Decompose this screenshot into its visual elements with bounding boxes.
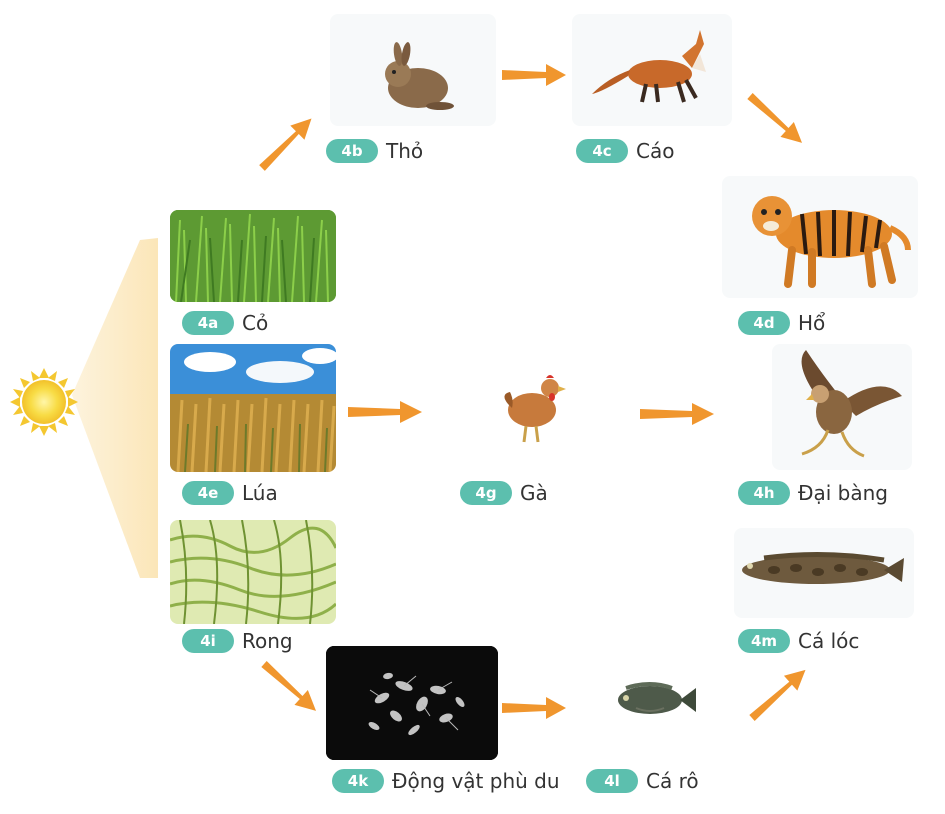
id-badge: 4i <box>182 629 234 653</box>
arrow-grass-rabbit <box>259 118 312 171</box>
label-4b: 4b Thỏ <box>326 138 423 164</box>
waterweed-image <box>170 520 336 624</box>
arrow-fox-tiger <box>747 93 803 143</box>
id-badge: 4l <box>586 769 638 793</box>
tiger-card <box>722 176 918 298</box>
label-4a: 4a Cỏ <box>182 310 268 336</box>
node-name: Hổ <box>798 311 826 335</box>
label-4d: 4d Hổ <box>738 310 825 336</box>
rice-image <box>170 344 336 472</box>
id-badge: 4d <box>738 311 790 335</box>
arrow-weed-plankton <box>261 661 317 711</box>
node-name: Gà <box>520 481 548 505</box>
id-badge: 4e <box>182 481 234 505</box>
label-4g: 4g Gà <box>460 480 548 506</box>
label-4k: 4k Động vật phù du <box>332 768 560 794</box>
waterweed-card <box>170 520 336 624</box>
node-name: Thỏ <box>386 139 424 163</box>
node-name: Lúa <box>242 481 278 505</box>
label-4e: 4e Lúa <box>182 480 278 506</box>
chicken-card <box>494 364 574 448</box>
node-name: Đại bàng <box>798 481 888 505</box>
node-name: Động vật phù du <box>392 769 560 793</box>
label-4l: 4l Cá rô <box>586 768 699 794</box>
arrow-rice-chicken <box>348 401 422 423</box>
tiger-image <box>752 196 911 288</box>
snakehead-fish-image <box>742 551 904 584</box>
plankton-card <box>326 646 498 760</box>
node-name: Cá lóc <box>798 629 860 653</box>
grass-image <box>170 210 336 302</box>
node-name: Cáo <box>636 139 675 163</box>
fox-image <box>592 30 706 103</box>
id-badge: 4h <box>738 481 790 505</box>
rabbit-image <box>385 42 454 110</box>
snakehead-card <box>734 528 914 618</box>
anabas-card <box>606 678 700 722</box>
label-4m: 4m Cá lóc <box>738 628 859 654</box>
plankton-image <box>326 646 498 760</box>
arrow-plankton-anabas <box>502 697 566 719</box>
arrow-chicken-eagle <box>640 403 714 425</box>
fox-card <box>572 14 732 126</box>
rabbit-card <box>330 14 496 126</box>
id-badge: 4g <box>460 481 512 505</box>
arrow-rabbit-fox <box>502 64 566 86</box>
grass-card <box>170 210 336 302</box>
rice-card <box>170 344 336 472</box>
node-name: Rong <box>242 629 293 653</box>
id-badge: 4b <box>326 139 378 163</box>
node-name: Cỏ <box>242 311 269 335</box>
id-badge: 4c <box>576 139 628 163</box>
label-4h: 4h Đại bàng <box>738 480 888 506</box>
id-badge: 4a <box>182 311 234 335</box>
sun-icon <box>10 368 78 436</box>
light-beam <box>72 238 158 578</box>
chicken-image <box>504 375 566 443</box>
eagle-image <box>801 350 902 458</box>
node-name: Cá rô <box>646 769 699 793</box>
arrow-anabas-snakehead <box>749 669 806 721</box>
eagle-card <box>772 344 912 470</box>
anabas-fish-image <box>618 682 696 714</box>
label-4c: 4c Cáo <box>576 138 674 164</box>
id-badge: 4m <box>738 629 790 653</box>
label-4i: 4i Rong <box>182 628 293 654</box>
id-badge: 4k <box>332 769 384 793</box>
